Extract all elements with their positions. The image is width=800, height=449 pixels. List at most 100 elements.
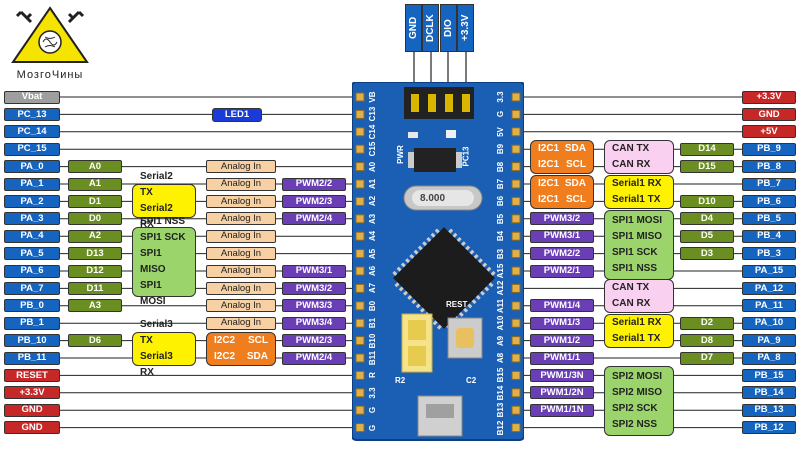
left-pin-vbat: Vbat — [4, 90, 60, 104]
serial3-group-line: Serial3 RX — [140, 350, 173, 378]
spi1-left-group-line: SPI1 SCK — [140, 232, 186, 244]
arduino-label: A1 — [68, 177, 122, 191]
serial2-group-line: Serial2 RX — [140, 203, 173, 231]
right-pin-pb8: PB_8 — [742, 160, 796, 174]
analog-in-label: Analog In — [206, 229, 276, 243]
pwm-label: PWM3/3 — [282, 299, 346, 313]
spi2-group-line: SPI2 MISO — [612, 387, 663, 399]
right-pin-pa10: PA_10 — [742, 316, 796, 330]
pwm-label: PWM2/1 — [530, 264, 594, 278]
i2c1-group-a-part: SDA — [564, 143, 586, 155]
pwm-label: PWM3/4 — [282, 316, 346, 330]
left-pin-pa6: PA_6 — [4, 264, 60, 278]
arduino-label: A0 — [68, 160, 122, 174]
can-bottom-group-line: CAN RX — [612, 298, 651, 310]
right-pin-pb5: PB_5 — [742, 212, 796, 226]
right-pin-33v: +3.3V — [742, 90, 796, 104]
i2c1-group-b-part: SDA — [564, 178, 586, 189]
header-pin-gnd: GND — [405, 4, 422, 52]
header-pin-33v: +3.3V — [456, 4, 474, 52]
pwm-label: PWM1/1 — [530, 351, 594, 365]
right-pin-pb7: PB_7 — [742, 177, 796, 191]
left-pin-pb0: PB_0 — [4, 299, 60, 313]
spi1-left-group-line: SPI1 NSS — [140, 216, 186, 228]
right-pin-pb3: PB_3 — [742, 247, 796, 261]
serial1-bottom-group-line: Serial1 TX — [612, 333, 661, 345]
analog-in-label: Analog In — [206, 281, 276, 295]
right-pin-pa11: PA_11 — [742, 299, 796, 313]
analog-in-label: Analog In — [206, 212, 276, 226]
arduino-label: D0 — [68, 212, 122, 226]
spi1-right-group-line: SPI1 NSS — [612, 262, 658, 274]
right-pin-pb15: PB_15 — [742, 368, 796, 382]
pwm-label: PWM1/3 — [530, 316, 594, 330]
board-pwr-label: PWR — [395, 145, 405, 164]
arduino-label: D12 — [68, 264, 122, 278]
left-pin-pb11: PB_11 — [4, 351, 60, 365]
board-pc13-label: PC13 — [461, 146, 471, 167]
board-led-label: LED1 — [212, 108, 262, 122]
pwm-label: PWM1/2 — [530, 334, 594, 348]
header-pin-dclk: DCLK — [422, 4, 440, 52]
pwm-label: PWM1/1N — [530, 403, 594, 417]
left-pin-pa4: PA_4 — [4, 229, 60, 243]
analog-in-label: Analog In — [206, 316, 276, 330]
i2c1-group-a-part: I2C1 — [538, 159, 560, 171]
pwm-label: PWM1/2N — [530, 386, 594, 400]
left-pin-pc15: PC_15 — [4, 142, 60, 156]
i2c2-group-line: I2C2 SCL — [214, 333, 268, 349]
i2c1-group-b-part: I2C1 — [538, 194, 560, 205]
left-pin-pc14: PC_14 — [4, 125, 60, 139]
right-pin-pb14: PB_14 — [742, 386, 796, 400]
analog-in-label: Analog In — [206, 177, 276, 191]
i2c2-group-part: I2C2 — [214, 334, 236, 346]
right-pin-pb9: PB_9 — [742, 142, 796, 156]
arduino-label: D4 — [680, 212, 734, 226]
right-pin-pb4: PB_4 — [742, 229, 796, 243]
arduino-label: D15 — [680, 160, 734, 174]
pwm-label: PWM3/2 — [282, 281, 346, 295]
logo-text: МозгоЧины — [16, 69, 84, 81]
i2c2-group-part: SDA — [246, 350, 268, 362]
spi1-left-group-line: SPI1 MISO — [140, 248, 166, 276]
right-pin-pb12: PB_12 — [742, 421, 796, 435]
left-pin-gnd: GND — [4, 403, 60, 417]
right-pin-pb13: PB_13 — [742, 403, 796, 417]
header-pin-dio: DIO — [439, 4, 457, 52]
left-pin-pb1: PB_1 — [4, 316, 60, 330]
spi1-right-group-line: SPI1 SCK — [612, 246, 658, 258]
left-pin-pc13: PC_13 — [4, 107, 60, 121]
right-pin-pa12: PA_12 — [742, 281, 796, 295]
pwm-label: PWM3/1 — [282, 264, 346, 278]
pwm-label: PWM1/4 — [530, 299, 594, 313]
serial1-top-group-line: Serial1 RX — [612, 178, 662, 189]
left-pin-pb10: PB_10 — [4, 334, 60, 348]
logo-icon — [11, 6, 89, 63]
analog-in-label: Analog In — [206, 264, 276, 278]
pwm-label: PWM2/3 — [282, 334, 346, 348]
left-pin-pa1: PA_1 — [4, 177, 60, 191]
board-crystal-label: 8.000 — [420, 193, 446, 204]
pwm-label: PWM3/1 — [530, 229, 594, 243]
spi2-group-line: SPI2 SCK — [612, 403, 658, 415]
pwm-label: PWM2/3 — [282, 194, 346, 208]
pwm-label: PWM3/2 — [530, 212, 594, 226]
arduino-label: A3 — [68, 299, 122, 313]
right-pin-pa15: PA_15 — [742, 264, 796, 278]
analog-in-label: Analog In — [206, 299, 276, 313]
i2c2-group-part: SCL — [248, 334, 268, 346]
board-c2-label: C2 — [466, 376, 477, 385]
silk-left-label: G — [368, 424, 377, 431]
left-pin-gnd: GND — [4, 421, 60, 435]
pwm-label: PWM2/4 — [282, 351, 346, 365]
